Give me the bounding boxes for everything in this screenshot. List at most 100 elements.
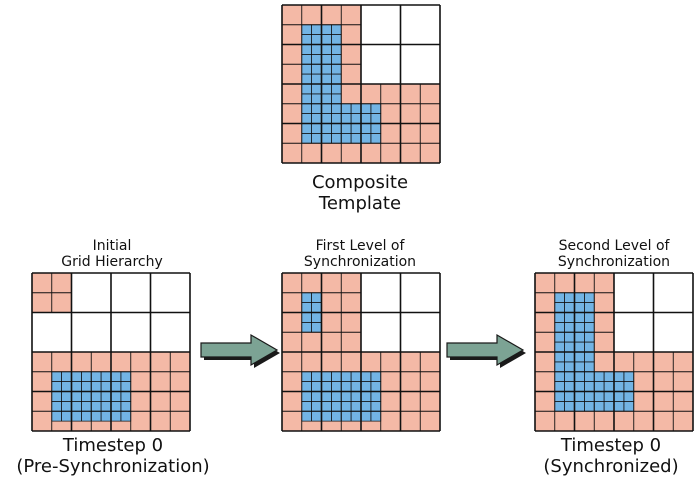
level2-cell — [111, 381, 121, 392]
level2-cell — [81, 371, 92, 382]
arrow-initial-to-first — [200, 333, 279, 367]
level2-cell — [554, 381, 565, 392]
level2-cell — [584, 332, 595, 343]
level2-cell-outline — [370, 410, 382, 422]
level2-cell — [341, 113, 352, 124]
level2-cell — [120, 411, 131, 422]
level2-cell — [370, 391, 381, 402]
level2-cell — [370, 371, 381, 382]
level2-cell — [311, 74, 322, 84]
level2-cell — [91, 381, 102, 392]
panel1-title-line1: Initial — [92, 238, 132, 254]
panel1-caption: Timestep 0 (Pre-Synchronization) — [0, 435, 226, 477]
level2-cell — [351, 391, 361, 402]
level2-cell — [321, 113, 332, 124]
level2-cell — [321, 44, 332, 55]
level2-cell — [604, 371, 614, 382]
level2-cell — [564, 391, 575, 402]
level2-cell — [331, 64, 342, 75]
level2-cell — [111, 401, 121, 412]
level2-cell — [351, 371, 361, 382]
panel1-title: Initial Grid Hierarchy — [12, 238, 212, 270]
level2-cell — [564, 352, 575, 362]
panel3-title-line2: Synchronization — [557, 254, 671, 270]
level2-cell — [331, 123, 342, 134]
level2-cell — [81, 401, 92, 412]
level2-cell — [361, 371, 371, 382]
level2-cell — [321, 133, 332, 144]
level2-cell — [61, 371, 72, 382]
level2-cell — [301, 322, 312, 333]
level2-cell — [341, 371, 352, 382]
level2-cell — [574, 371, 585, 382]
level2-cell — [101, 391, 111, 402]
level2-cell — [101, 381, 111, 392]
panel2-title-line1: First Level of — [315, 238, 405, 254]
level2-cell — [604, 381, 614, 392]
arrows-layer — [200, 333, 526, 368]
level2-cell — [361, 123, 371, 134]
level2-cell — [111, 411, 121, 422]
level2-cell — [341, 391, 352, 402]
level2-cell — [584, 342, 595, 352]
level2-cell — [614, 401, 624, 412]
level2-cell — [614, 371, 624, 382]
level2-cell — [321, 64, 332, 75]
level2-cell-outline — [623, 401, 635, 412]
level2-cell — [301, 381, 312, 392]
level2-cell — [564, 401, 575, 412]
level2-cell — [311, 371, 322, 382]
level2-cell — [331, 34, 342, 45]
level2-cell — [301, 74, 312, 84]
level2-cell — [321, 93, 332, 104]
level2-cell — [554, 361, 565, 372]
level2-cell — [341, 411, 352, 422]
level2-cell — [370, 401, 381, 412]
level2-cell — [564, 302, 575, 313]
level2-cell — [370, 103, 381, 114]
panel3-caption-line2: (Synchronized) — [543, 456, 679, 477]
level2-cell — [564, 292, 575, 303]
level2-cell — [594, 401, 605, 412]
level2-cell — [574, 302, 585, 313]
level2-cell — [311, 103, 322, 114]
level2-cell — [564, 361, 575, 372]
level2-cell — [71, 381, 82, 392]
level2-cell — [331, 133, 342, 144]
level2-cell — [584, 352, 595, 362]
level2-cell — [574, 342, 585, 352]
level2-cell — [321, 401, 332, 412]
level2-cell — [111, 391, 121, 402]
level2-cell — [564, 322, 575, 333]
level2-cell — [91, 371, 102, 382]
level2-cell — [623, 401, 634, 412]
composite-template-label: Composite Template — [260, 172, 460, 214]
level2-cell — [370, 133, 381, 144]
level2-cell — [351, 103, 361, 114]
level2-cell — [81, 381, 92, 392]
composite-label-line2: Template — [318, 193, 402, 214]
level2-cell — [594, 381, 605, 392]
level2-cell — [351, 381, 361, 392]
level2-cell — [584, 322, 595, 333]
level2-cell — [321, 371, 332, 382]
panel1-title-line2: Grid Hierarchy — [61, 254, 163, 270]
level2-cell — [331, 74, 342, 84]
level2-cell — [301, 93, 312, 104]
level2-cell — [120, 391, 131, 402]
level2-cell-outline — [370, 133, 382, 144]
level2-cell — [623, 391, 634, 402]
level2-cell — [301, 123, 312, 134]
level2-cell — [341, 381, 352, 392]
level2-cell — [361, 411, 371, 422]
level2-cell — [564, 332, 575, 343]
level2-cell — [101, 411, 111, 422]
level2-cell — [321, 84, 332, 94]
level2-cell — [311, 24, 322, 35]
level2-cell — [311, 93, 322, 104]
level2-cell — [71, 401, 82, 412]
level2-cell — [331, 84, 342, 94]
level2-cell — [311, 84, 322, 94]
level2-cell — [341, 123, 352, 134]
